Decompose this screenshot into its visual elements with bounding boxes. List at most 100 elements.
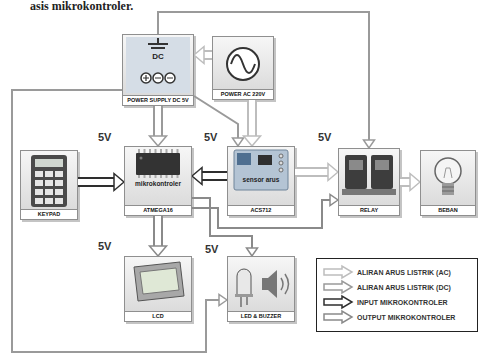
arrow-head xyxy=(192,168,202,185)
arrow-head xyxy=(330,195,338,206)
keypad-screen xyxy=(35,159,63,167)
header-pins xyxy=(279,154,283,172)
arrow-head xyxy=(150,246,167,256)
relay-base xyxy=(342,189,396,195)
flow-arrow xyxy=(78,174,124,191)
dc-symbol xyxy=(148,38,168,48)
legend-box: ALIRAN ARUS LISTRIK (AC)ALIRAN ARUS LIST… xyxy=(316,258,478,332)
voltage-label: 5V xyxy=(98,240,111,253)
arrow-shaft-outline xyxy=(153,106,163,136)
block-label: POWER SUPPLY DC 5V xyxy=(123,95,193,105)
arrow-shaft-fill xyxy=(249,100,255,136)
card-face xyxy=(227,256,295,322)
arrow-shaft-outline xyxy=(295,167,328,177)
speaker-symbol xyxy=(262,270,277,298)
block-card: LED & BUZZER xyxy=(227,256,295,322)
card-face xyxy=(338,148,400,216)
voltage-label: 5V xyxy=(98,131,111,144)
block-card: DCPOWER SUPPLY DC 5V xyxy=(122,34,194,106)
block-label: ACS712 xyxy=(228,205,294,215)
block-label: LCD xyxy=(125,311,191,321)
legend-arrow-sample xyxy=(324,281,352,293)
voltage-label: 5V xyxy=(204,131,217,144)
flow-arrow xyxy=(244,100,261,146)
arrow-shaft-fill xyxy=(155,106,161,136)
bulb-glass xyxy=(435,158,461,184)
keypad-body xyxy=(31,155,67,207)
arrow-head xyxy=(410,174,420,191)
card-face xyxy=(20,150,78,220)
lcd-module xyxy=(134,262,184,301)
arrow-shaft-outline xyxy=(78,177,114,187)
arrow-shaft-outline xyxy=(153,216,163,246)
keypad-keys xyxy=(35,171,63,204)
block-card: KEYPAD xyxy=(20,150,78,220)
flow-arrow xyxy=(400,174,420,191)
arrow-shaft-fill xyxy=(78,179,114,185)
arrow-shaft-fill xyxy=(400,179,410,185)
legend-arrow-sample xyxy=(324,296,352,308)
arrow-shaft-fill xyxy=(204,52,212,58)
arrow-head xyxy=(219,295,227,306)
chip-body xyxy=(136,153,180,175)
relay-coil xyxy=(349,160,389,170)
arrow-shaft-outline xyxy=(202,171,227,181)
arrow-head xyxy=(233,138,244,146)
flow-arrow xyxy=(158,12,375,148)
arrow-shaft-outline xyxy=(204,50,212,60)
sensor-chip xyxy=(258,155,272,165)
bulb-thread xyxy=(442,187,454,191)
arrow-head xyxy=(247,248,258,256)
sensor-board xyxy=(234,150,288,190)
led-legs xyxy=(241,297,247,307)
icon-text: sensor arus xyxy=(243,176,280,184)
card-shadow xyxy=(229,148,297,218)
ac-source-symbol xyxy=(227,48,259,80)
voltage-label: 5V xyxy=(318,131,331,144)
block-card: POWER AC 220V xyxy=(212,36,274,100)
block-label: POWER AC 220V xyxy=(213,89,273,99)
block-card: mikrokontrolerATMEGA16 xyxy=(124,146,192,216)
legend-arrow-sample xyxy=(324,311,352,323)
block-card: RELAY xyxy=(338,148,400,216)
arrow-head xyxy=(150,136,167,146)
block-card: sensor arusACS712 xyxy=(227,146,295,216)
icon-text: mikrokontroler xyxy=(135,180,181,188)
card-shadow xyxy=(124,36,196,108)
block-label: BEBAN xyxy=(421,205,475,215)
sound-waves xyxy=(281,274,289,294)
card-face xyxy=(212,36,274,100)
arrow-head xyxy=(364,140,375,148)
led-rim xyxy=(235,294,253,297)
arrow-shaft-outline xyxy=(247,100,257,136)
arrow-shaft-fill xyxy=(202,173,227,179)
arrow-shaft-fill xyxy=(295,169,328,175)
lcd-screen xyxy=(140,268,179,294)
led-body xyxy=(237,269,251,296)
arrow-head xyxy=(328,164,338,181)
heading-fragment: asis mikrokontroler. xyxy=(30,0,133,14)
arrow-head xyxy=(244,136,261,146)
legend-arrow-sample xyxy=(324,266,352,278)
block-card: LCD xyxy=(124,256,192,322)
flow-arrow xyxy=(150,106,167,146)
sine-wave xyxy=(231,55,255,73)
arrow-shaft-outline xyxy=(400,177,410,187)
flow-arrow xyxy=(295,164,338,181)
chip-dot xyxy=(140,157,143,160)
card-face xyxy=(122,34,194,106)
bulb-filament xyxy=(444,168,452,178)
wire-line xyxy=(192,200,330,228)
card-face xyxy=(124,256,192,322)
flow-arrow xyxy=(194,47,212,64)
flow-arrow xyxy=(194,96,244,146)
block-card: BEBAN xyxy=(420,150,476,216)
card-shadow xyxy=(340,150,402,218)
bulb-base xyxy=(442,183,454,195)
card-face xyxy=(227,146,295,216)
voltage-label: 5V xyxy=(205,243,218,256)
arrow-head xyxy=(114,174,124,191)
